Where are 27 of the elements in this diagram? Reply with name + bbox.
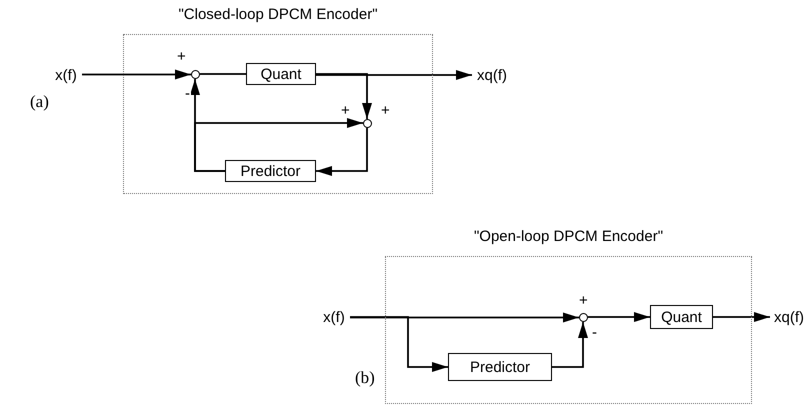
- block-box: Predictor: [448, 353, 552, 381]
- panel-label: (a): [30, 92, 49, 112]
- signal-label: xq(f): [770, 308, 808, 326]
- summing-junction: [363, 119, 372, 128]
- group-title: "Closed-loop DPCM Encoder": [177, 6, 379, 23]
- signal-line: [200, 73, 246, 75]
- signal-label: xq(f): [472, 66, 512, 84]
- signal-label: x(f): [50, 66, 82, 84]
- block-box: Quant: [246, 63, 316, 85]
- arrow: [552, 322, 588, 368]
- summing-junction: [579, 313, 588, 322]
- signal-label: x(f): [318, 308, 350, 326]
- arrow: [588, 312, 650, 322]
- block-box: Predictor: [225, 160, 316, 182]
- arrow: [194, 118, 363, 172]
- group-title: "Open-loop DPCM Encoder": [472, 228, 664, 245]
- arrow: [713, 312, 770, 322]
- panel-label: (b): [355, 368, 375, 388]
- arrow: [350, 316, 448, 372]
- arrow: [316, 73, 372, 119]
- arrow: [82, 70, 191, 80]
- arrow: [316, 70, 472, 80]
- summing-junction: [191, 70, 200, 79]
- arrow: [350, 312, 579, 322]
- block-box: Quant: [650, 305, 713, 329]
- arrow: [316, 128, 368, 176]
- encoder-group: [385, 228, 752, 404]
